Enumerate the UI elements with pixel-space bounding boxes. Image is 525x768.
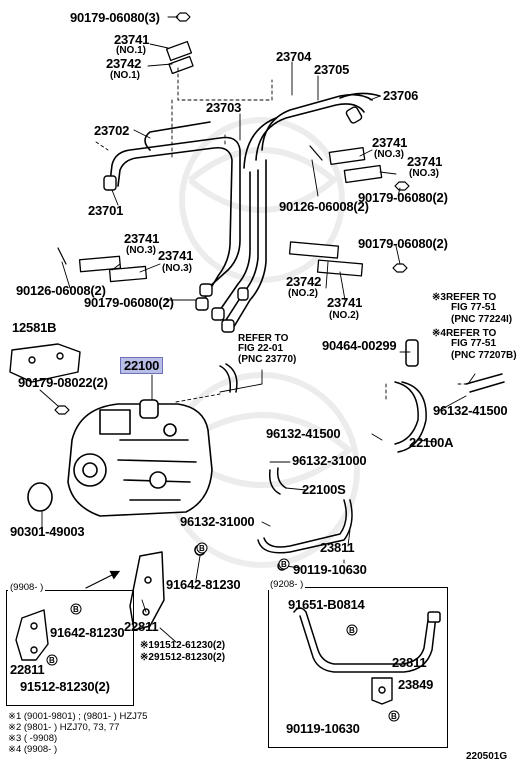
refer4-line2: FIG 77-51 [451,338,497,349]
footnote-1: ※1 (9001-9801) ; (9801- ) HZJ75 [8,711,148,722]
callout-90179-06080-2-mid: 90179-06080(2) [358,236,448,251]
callout-90179-08022-2: 90179-08022(2) [18,375,108,390]
callout-91512-61230-2: ※191512-61230(2) [140,640,226,651]
footnote-4: ※4 (9908- ) [8,744,58,755]
inset-box-left [6,590,134,706]
callout-23705: 23705 [314,62,350,77]
inset-left-bracket [15,609,49,661]
callout-23741-no3-right: 23741 [372,135,408,150]
inset-left-91642-81230: 91642-81230 [50,625,125,640]
refer-fig-22-01-pnc: (PNC 23770) [238,354,297,365]
callout-91642-81230-main: 91642-81230 [166,577,241,592]
pipe-fittings [103,106,363,333]
refer-fig-22-01-line1: REFER TO [238,333,289,344]
callout-23811-main: 23811 [320,540,355,555]
callout-96132-41500-mid: 96132-41500 [266,426,341,441]
callout-90301-49003: 90301-49003 [10,524,85,539]
callout-23741-no3-left-b: 23741 [158,248,194,263]
callout-90464-00299: 90464-00299 [322,338,397,353]
callout-no2-a: (NO.2) [288,288,318,299]
bolts [54,12,410,415]
svg-text:B: B [391,712,397,721]
callout-23742-no2: 23742 [286,274,322,289]
inset-right-pipe [293,607,441,673]
callout-22100s: 22100S [302,482,346,497]
callout-90179-06080-2-left: 90179-06080(2) [84,295,174,310]
svg-text:B: B [281,560,287,569]
refer4-pnc: (PNC 77207B) [451,350,517,361]
callout-23704: 23704 [276,49,312,64]
inset-right-header: (9208- ) [268,579,306,590]
callout-90179-06080-2-right: 90179-06080(2) [358,190,448,205]
refer3-pnc: (PNC 77224I) [451,314,513,325]
callout-23706: 23706 [383,88,419,103]
callout-no3-left-b: (NO.3) [162,263,192,274]
footnote-2: ※2 (9801- ) HZJ70, 73, 77 [8,722,120,733]
inset-arrow [85,570,121,589]
callout-no2-b: (NO.2) [329,310,359,321]
pipe-clamps [78,40,383,283]
refer3-line1: ※3REFER TO [432,292,497,303]
callout-96132-41500-right: 96132-41500 [433,403,508,418]
callout-23741-no3-left: 23741 [124,231,160,246]
callout-22811-main: 22811 [124,619,159,634]
callout-no1-b: (NO.1) [110,70,140,81]
injection-pipes [109,92,381,331]
o-ring [27,482,53,512]
inset-right-91651-b0814: 91651-B0814 [288,597,365,612]
inset-right-90119-10630: 90119-10630 [286,721,360,736]
inset-right-23811: 23811 [392,655,427,670]
refer4-line1: ※4REFER TO [432,328,497,339]
svg-text:B: B [49,656,55,665]
fuel-hoses [219,339,505,495]
callout-no3-right-b: (NO.3) [409,168,439,179]
leader-lines [39,16,476,643]
callout-22100-highlighted: 22100 [120,357,164,374]
callout-23742-no1: 23742 [106,56,142,71]
refer-fig-22-01-line2: FIG 22-01 [238,343,284,354]
figure-id: 220501G [466,751,508,762]
footnote-3: ※3 ( -9908) [8,733,58,744]
callout-90126-06008-2-left: 90126-06008(2) [16,283,106,298]
inset-left-91512-81230-2: 91512-81230(2) [20,679,110,694]
inset-box-right [268,587,448,748]
callout-no3-right-a: (NO.3) [374,149,404,160]
callout-22100a: 22100A [409,435,454,450]
callout-23703: 23703 [206,100,242,115]
callout-23701: 23701 [88,203,124,218]
callout-23741-no1: 23741 [114,32,150,47]
inset-left-header: (9908- ) [8,582,46,593]
callout-90126-06008-2-right: 90126-06008(2) [279,199,369,214]
callout-no1-a: (NO.1) [116,45,146,56]
callout-91512-81230-2-main: ※291512-81230(2) [140,652,226,663]
svg-text:B: B [73,605,79,614]
injection-pump [67,399,213,517]
callout-23741-no2: 23741 [327,295,363,310]
inset-left-22811: 22811 [10,662,45,677]
svg-text:B: B [199,544,205,553]
svg-text:B: B [349,626,355,635]
callout-23702: 23702 [94,123,130,138]
b-markers: B B B B B B [46,542,400,722]
bracket-12581b [9,343,81,383]
inset-right-bracket [371,677,393,705]
callout-12581b: 12581B [12,320,57,335]
callout-96132-31000-mid: 96132-31000 [292,453,367,468]
callout-23741-no3-right-b: 23741 [407,154,443,169]
callout-no3-left-a: (NO.3) [126,245,156,256]
dashed-leaders [95,67,469,575]
callout-96132-31000-low: 96132-31000 [180,514,255,529]
refer3-line2: FIG 77-51 [451,302,497,313]
callout-90119-10630-main: 90119-10630 [293,562,367,577]
inset-right-23849: 23849 [398,677,434,692]
callout-90179-06080-3: 90179-06080(3) [70,10,160,25]
pipe-23811 [257,499,353,571]
